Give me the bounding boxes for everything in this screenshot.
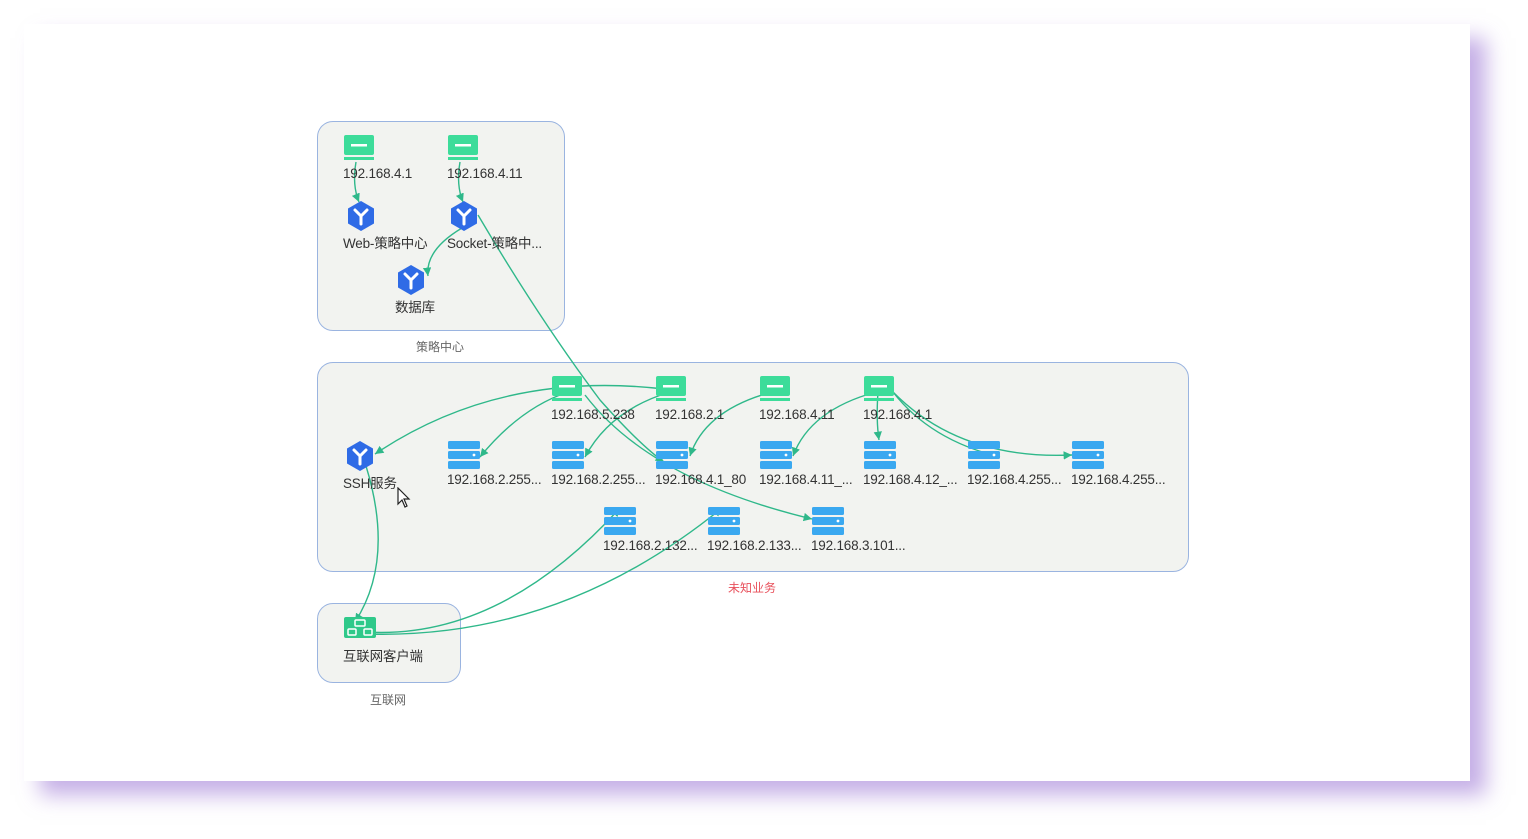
node-label: 192.168.4.255... xyxy=(1071,472,1166,487)
node-label: 192.168.4.1_80 xyxy=(655,472,747,487)
node-label: 192.168.2.1 xyxy=(655,407,725,422)
port-icon xyxy=(760,441,792,469)
port-icon xyxy=(448,441,480,469)
node-label: 192.168.5.238 xyxy=(551,407,635,422)
port-icon xyxy=(968,441,1000,469)
node-label: 192.168.2.132... xyxy=(603,538,698,553)
service-icon xyxy=(347,441,373,471)
node-label: 192.168.2.255... xyxy=(551,472,646,487)
group-internet[interactable] xyxy=(317,603,461,683)
group-label-unknown-business: 未知业务 xyxy=(727,581,776,595)
service-icon xyxy=(398,265,424,295)
node-label: 192.168.3.101... xyxy=(811,538,906,553)
group-label-internet: 互联网 xyxy=(369,693,406,707)
host-icon xyxy=(760,376,790,401)
node-label: 192.168.4.255... xyxy=(967,472,1062,487)
port-icon xyxy=(812,507,844,535)
node-label: 192.168.4.11_... xyxy=(759,472,853,487)
host-icon xyxy=(656,376,686,401)
node-label: Web-策略中心 xyxy=(343,236,428,251)
service-icon xyxy=(451,201,477,231)
port-icon xyxy=(864,441,896,469)
host-icon xyxy=(344,135,374,160)
node-label: Socket-策略中... xyxy=(447,236,542,251)
port-icon xyxy=(708,507,740,535)
port-icon xyxy=(552,441,584,469)
node-label: 互联网客户端 xyxy=(343,649,423,664)
node-label: SSH服务 xyxy=(343,476,397,491)
host-icon xyxy=(552,376,582,401)
client-icon xyxy=(344,617,376,638)
host-icon xyxy=(448,135,478,160)
node-label: 192.168.4.1 xyxy=(863,407,933,422)
host-icon xyxy=(864,376,894,401)
node-label: 192.168.4.11 xyxy=(447,166,523,181)
group-label-policy-center: 策略中心 xyxy=(415,340,464,354)
port-icon xyxy=(656,441,688,469)
node-label: 192.168.4.12_... xyxy=(863,472,958,487)
port-icon xyxy=(1072,441,1104,469)
port-icon xyxy=(604,507,636,535)
node-label: 数据库 xyxy=(395,300,435,315)
node-label: 192.168.4.11 xyxy=(759,407,835,422)
mouse-cursor-icon xyxy=(397,487,411,508)
node-label: 192.168.2.133... xyxy=(707,538,802,553)
node-label: 192.168.2.255... xyxy=(447,472,542,487)
node-label: 192.168.4.1 xyxy=(343,166,413,181)
service-icon xyxy=(348,201,374,231)
